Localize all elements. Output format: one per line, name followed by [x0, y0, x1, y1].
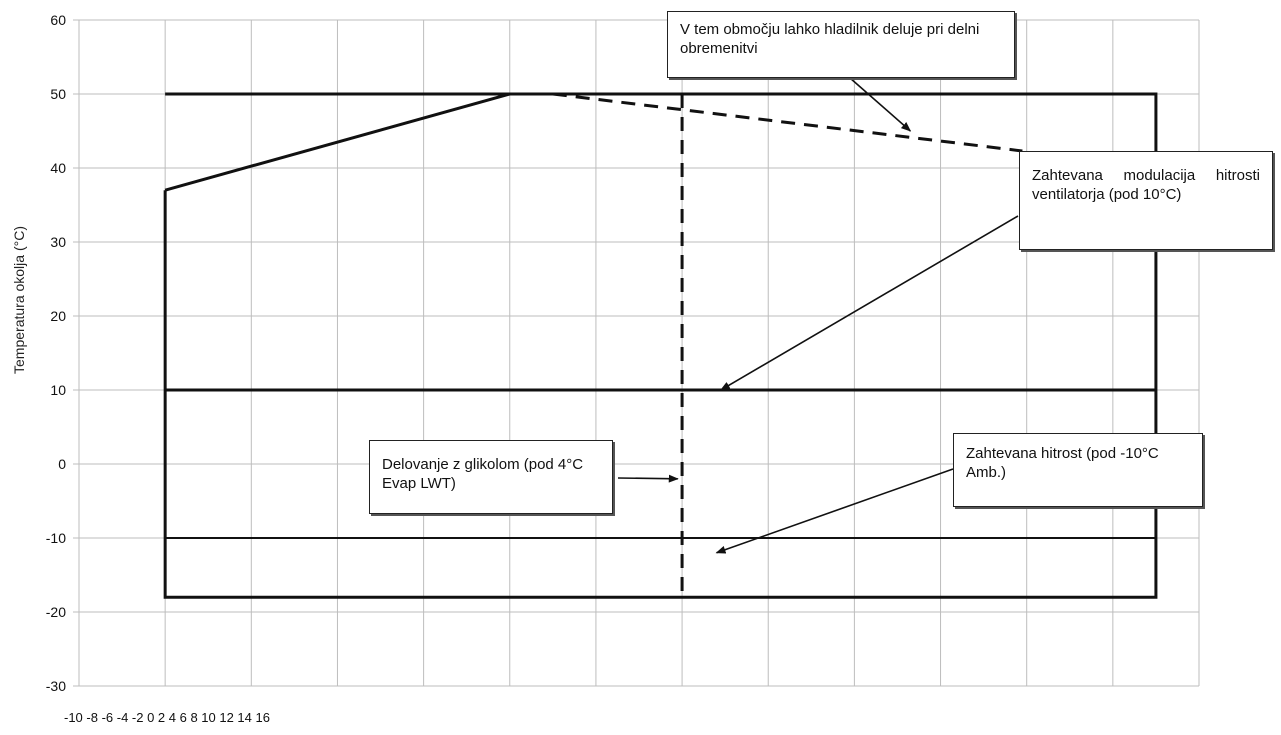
y-tick-label-4: 20 — [50, 308, 66, 324]
annotation-arrows — [617, 77, 1019, 554]
x-tick-labels: -10 -8 -6 -4 -2 0 2 4 6 8 10 12 14 16 — [64, 710, 270, 725]
note-partial-load-text: V tem območju lahko hladilnik deluje pri… — [680, 21, 980, 57]
horizontal-grid — [73, 19, 1199, 687]
y-tick-label-1: 50 — [50, 86, 66, 102]
note-glycol: Delovanje z glikolom (pod 4°C Evap LWT) — [369, 440, 613, 514]
y-tick-label-3: 30 — [50, 234, 66, 250]
note-speed: Zahtevana hitrost (pod -10°C Amb.) — [953, 433, 1203, 507]
note-fan-modulation: Zahtevana modulacija hitrosti ventilator… — [1019, 151, 1273, 250]
y-tick-label-2: 40 — [50, 160, 66, 176]
note-speed-text: Zahtevana hitrost (pod -10°C Amb.) — [966, 445, 1159, 481]
y-axis-label: Temperatura okolja (°C) — [11, 226, 27, 374]
note-partial-load: V tem območju lahko hladilnik deluje pri… — [667, 11, 1015, 78]
series-line-0 — [163, 92, 1158, 599]
arrow-glycol — [617, 474, 679, 483]
series-line-1 — [164, 92, 511, 192]
y-tick-label-7: -10 — [46, 530, 66, 546]
y-tick-label-8: -20 — [46, 604, 66, 620]
series-line-4 — [552, 92, 1023, 153]
y-tick-label-9: -30 — [46, 678, 66, 694]
y-tick-labels: 60 50 40 30 20 10 0 -10 -20 -30 — [46, 12, 66, 694]
y-axis-label-wrap: Temperatura okolja (°C) — [4, 120, 34, 480]
envelope-series — [163, 92, 1158, 599]
note-glycol-text: Delovanje z glikolom (pod 4°C Evap LWT) — [382, 456, 584, 492]
y-tick-label-6: 0 — [58, 456, 66, 472]
vertical-grid — [78, 20, 1200, 686]
arrow-fan-modulation — [719, 215, 1019, 391]
y-tick-label-5: 10 — [50, 382, 66, 398]
arrow-partial-load — [849, 77, 912, 132]
y-tick-label-0: 60 — [50, 12, 66, 28]
note-fan-modulation-text: Zahtevana modulacija hitrosti ventilator… — [1032, 167, 1260, 203]
arrow-speed — [715, 468, 954, 554]
